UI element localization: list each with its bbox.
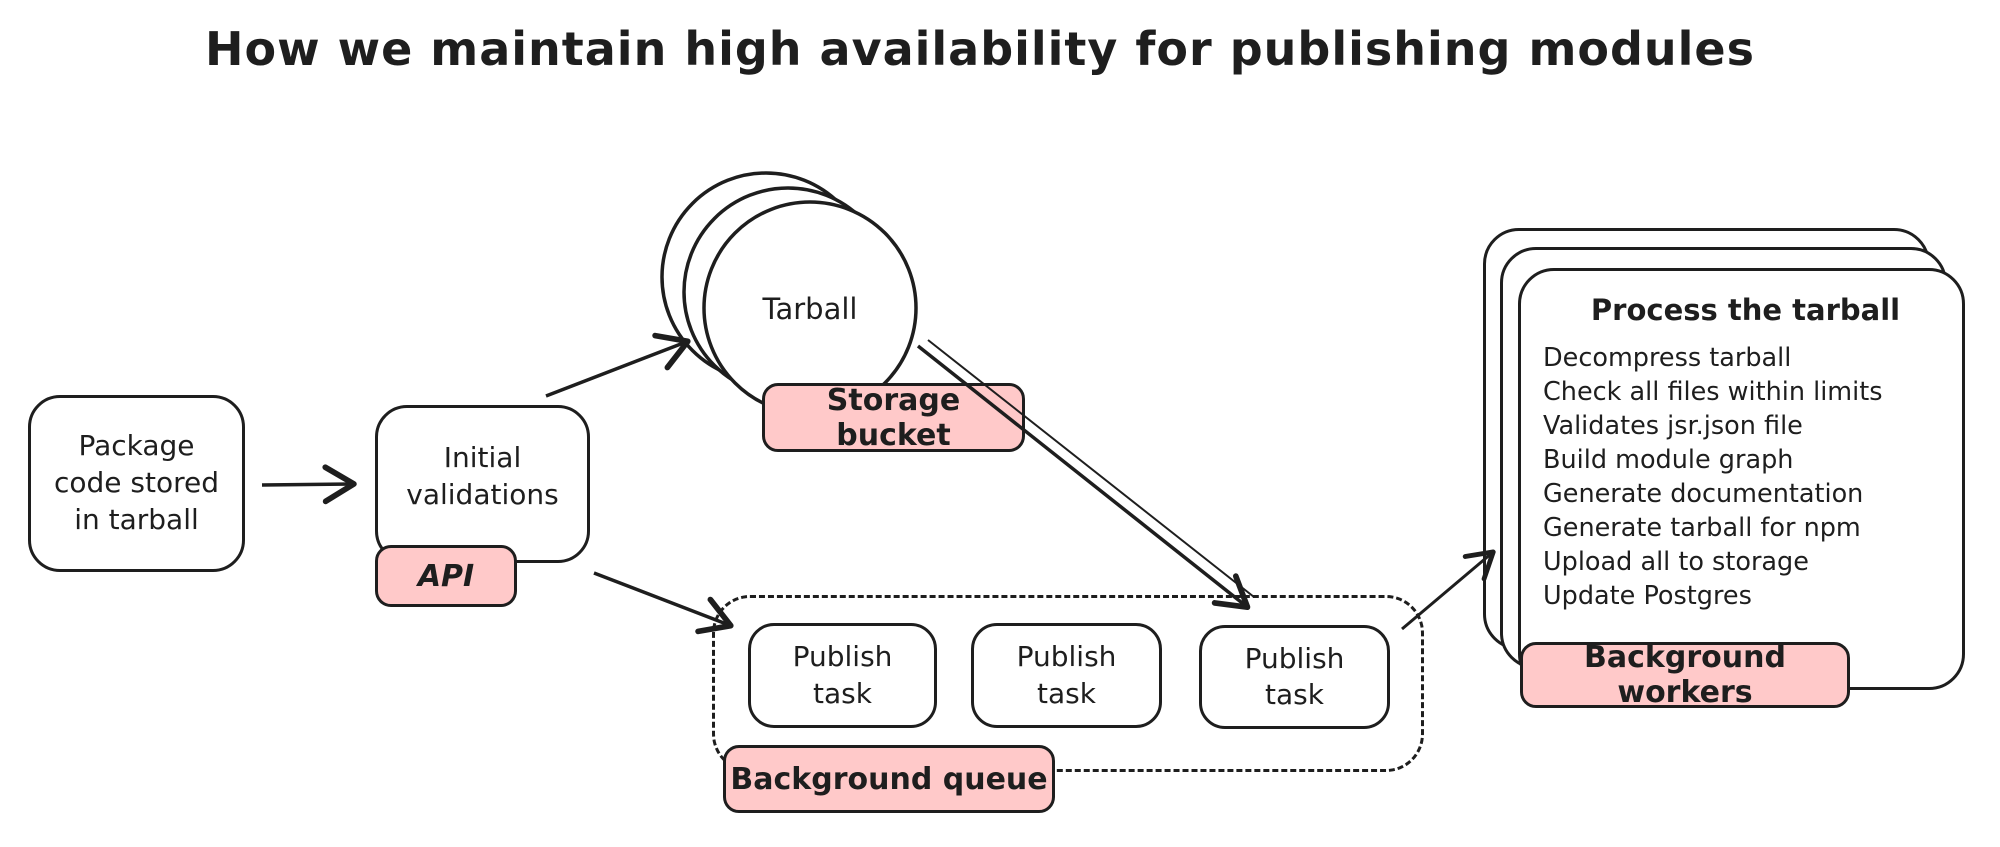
cylinder-back-circle [660, 171, 872, 383]
arrow-validations-to-storage [545, 332, 691, 398]
storage-bucket-badge-label: Storage bucket [826, 382, 961, 453]
background-queue-badge-label: Background queue [730, 761, 1048, 797]
publish-task-label: Publish task [1244, 641, 1345, 711]
worker-step: Build module graph [1543, 445, 1794, 475]
worker-step: Upload all to storage [1543, 547, 1809, 577]
publish-task-node-1: Publish task [748, 623, 937, 728]
publish-task-label: Publish task [792, 640, 893, 710]
worker-step: Validates jsr.json file [1543, 411, 1803, 441]
background-workers-badge: Background workers [1520, 640, 1850, 710]
worker-step: Check all files within limits [1543, 377, 1883, 407]
background-workers-badge-label: Background workers [1584, 640, 1786, 710]
worker-card-title: Process the tarball [1590, 293, 1901, 327]
api-badge-label: API [417, 558, 475, 594]
initial-validations-label: Initial validations [406, 441, 559, 511]
worker-card-front: Process the tarball Decompress tarball C… [1518, 268, 1965, 690]
background-queue-badge: Background queue [723, 745, 1055, 813]
arrow-package-to-validations [261, 464, 357, 505]
package-node: Package code stored in tarball [28, 395, 245, 572]
publish-task-node-2: Publish task [971, 623, 1162, 728]
tarball-label: Tarball [762, 292, 858, 326]
publish-task-node-3: Publish task [1199, 625, 1390, 729]
arrow-storage-to-publish-task-secondary-stroke [927, 339, 1255, 598]
worker-step: Decompress tarball [1543, 343, 1792, 373]
package-node-label: Package code stored in tarball [53, 429, 220, 536]
storage-bucket-badge: Storage bucket [762, 382, 1025, 453]
api-badge: API [375, 545, 517, 607]
worker-step: Update Postgres [1543, 581, 1752, 611]
worker-step: Generate tarball for npm [1543, 513, 1861, 543]
publish-task-label: Publish task [1016, 640, 1117, 710]
diagram-title: How we maintain high availability for pu… [204, 22, 1756, 76]
arrow-api-to-queue [593, 571, 734, 635]
initial-validations-node: Initial validations [375, 405, 590, 563]
worker-step: Generate documentation [1543, 479, 1864, 509]
